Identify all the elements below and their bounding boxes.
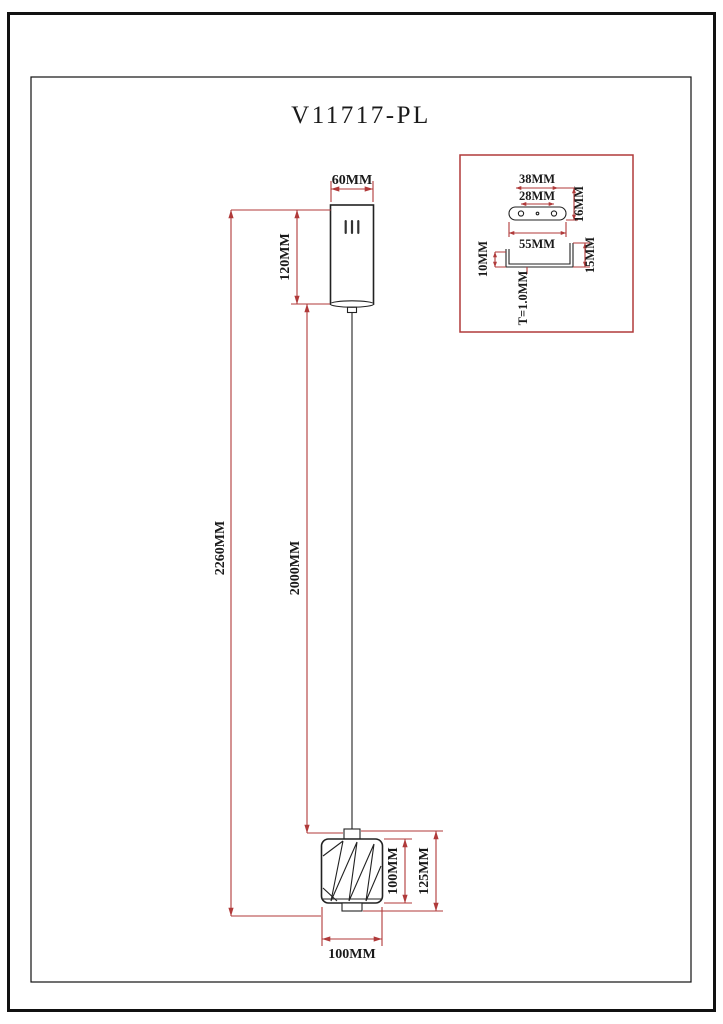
canopy bbox=[329, 204, 375, 314]
plate-body bbox=[508, 206, 567, 221]
dim-overall-height-label: 2260MM bbox=[213, 521, 228, 575]
canopy-vent-slot bbox=[350, 220, 354, 234]
cord-grip bbox=[346, 306, 358, 314]
canopy-bottom-rim bbox=[329, 300, 375, 308]
mounting-plate bbox=[508, 206, 567, 221]
dim-shade-assembly-height-label: 125MM bbox=[417, 847, 432, 894]
dimension-thickness: T=1.0MM bbox=[516, 267, 530, 325]
dimension-cord-length: 2000MM bbox=[288, 303, 343, 834]
dimension-overall-height: 2260MM bbox=[213, 209, 321, 917]
dimension-right-height: 15MM bbox=[573, 237, 597, 273]
inner-border-frame bbox=[30, 76, 692, 983]
dim-canopy-width-label: 60MM bbox=[332, 173, 372, 188]
outer-border-frame bbox=[7, 12, 716, 1012]
dim-hole-spacing-label: 28MM bbox=[519, 189, 555, 203]
inset-frame bbox=[459, 154, 634, 333]
dim-shade-height-label: 100MM bbox=[386, 847, 401, 894]
shade bbox=[320, 828, 384, 912]
dim-cord-length-label: 2000MM bbox=[288, 541, 303, 595]
extension-lines bbox=[573, 242, 590, 268]
dim-left-height-label: 10MM bbox=[476, 241, 490, 277]
pendant-lamp-drawing bbox=[320, 204, 384, 912]
extension-lines bbox=[508, 222, 567, 237]
profile-inner-line bbox=[508, 243, 571, 265]
shade-top-cap bbox=[343, 828, 361, 840]
dimension-shade-height: 100MM bbox=[384, 838, 412, 904]
plate-hole bbox=[550, 210, 558, 217]
canopy-body bbox=[329, 204, 375, 305]
dimension-base-width: 55MM bbox=[508, 222, 567, 251]
canopy-vent-slot bbox=[357, 220, 360, 234]
plate-center-hole bbox=[535, 211, 540, 216]
dim-base-width-label: 55MM bbox=[519, 237, 555, 251]
shade-crystal-pattern bbox=[322, 840, 382, 902]
dim-right-height-label: 15MM bbox=[583, 237, 597, 273]
extension-lines bbox=[321, 907, 383, 946]
dimension-shade-assembly-height: 125MM bbox=[361, 830, 443, 912]
dim-plate-height-label: 16MM bbox=[572, 186, 586, 222]
dimension-left-height: 10MM bbox=[476, 241, 506, 277]
shade-bottom-cap bbox=[341, 902, 363, 912]
dim-thickness-label: T=1.0MM bbox=[516, 270, 530, 325]
dim-plate-width-label: 38MM bbox=[519, 172, 555, 186]
mounting-detail-inset: 38MM 28MM 55MM 16MM bbox=[459, 154, 634, 333]
dim-shade-width-label: 100MM bbox=[328, 947, 375, 962]
bracket-profile bbox=[505, 243, 574, 268]
dimension-hole-spacing: 28MM bbox=[519, 189, 555, 206]
dimension-plate-width: 38MM bbox=[515, 172, 559, 190]
dimension-plate-height: 16MM bbox=[558, 186, 586, 222]
plate-hole bbox=[517, 210, 525, 217]
extension-lines bbox=[361, 830, 443, 912]
profile-outer-line bbox=[505, 243, 574, 268]
dimension-shade-width: 100MM bbox=[321, 907, 383, 962]
page-title: V11717-PL bbox=[291, 102, 431, 129]
canopy-vent-slot bbox=[344, 220, 347, 234]
dim-canopy-height-label: 120MM bbox=[278, 233, 293, 280]
dimension-canopy-height: 120MM bbox=[231, 209, 331, 305]
extension-lines bbox=[495, 251, 506, 268]
dimension-canopy-width: 60MM bbox=[330, 173, 374, 202]
